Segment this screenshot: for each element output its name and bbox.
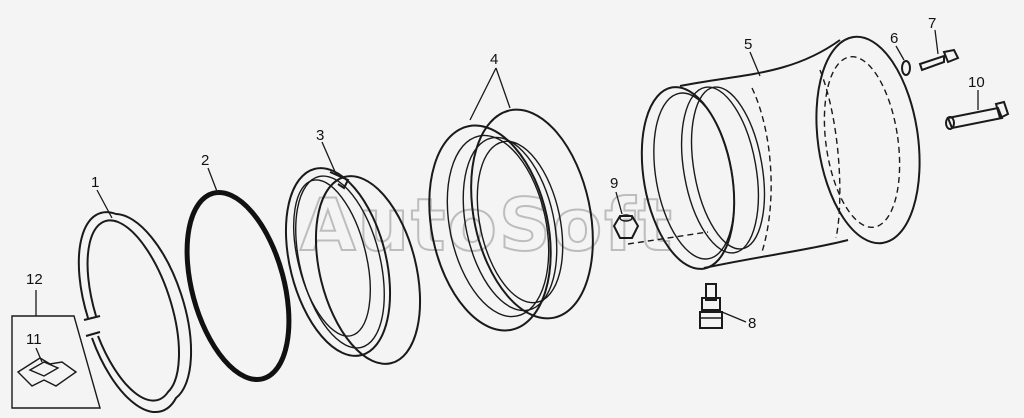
part-8-valve xyxy=(699,283,723,329)
part-3-lock-ring xyxy=(284,167,422,365)
callout-3: 3 xyxy=(316,127,324,144)
part-2-o-ring xyxy=(184,190,292,382)
callout-12: 12 xyxy=(26,271,43,288)
part-10-pin xyxy=(945,100,1010,130)
callout-2: 2 xyxy=(201,152,209,169)
callout-8: 8 xyxy=(748,315,756,332)
part-12-inset-box xyxy=(11,315,101,409)
callout-1: 1 xyxy=(91,174,99,191)
leader-lines xyxy=(35,29,979,363)
part-4-flange-rings xyxy=(428,108,594,332)
callout-5: 5 xyxy=(744,36,752,53)
watermark-text: AutoSoft xyxy=(300,183,674,267)
part-1-split-ring xyxy=(77,211,193,413)
callout-11: 11 xyxy=(26,331,42,348)
part-11-clip xyxy=(16,357,78,387)
part-6-washer xyxy=(901,60,911,76)
callout-4: 4 xyxy=(490,51,498,68)
part-7-bolt xyxy=(918,48,960,72)
callout-7: 7 xyxy=(928,15,936,32)
part-5-rim xyxy=(640,35,921,270)
callout-6: 6 xyxy=(890,30,898,47)
part-9-nut xyxy=(612,214,709,245)
callout-9: 9 xyxy=(610,175,618,192)
callout-10: 10 xyxy=(968,74,985,91)
